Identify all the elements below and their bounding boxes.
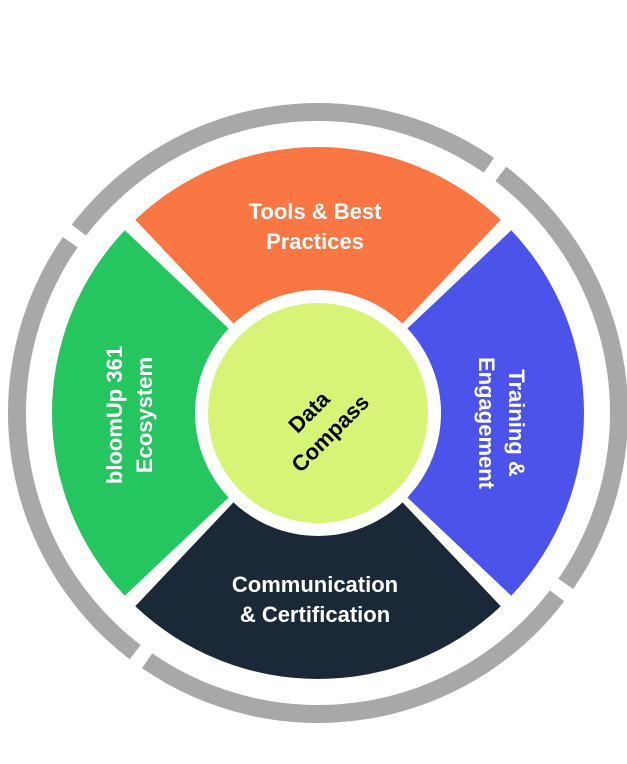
outer-ring-arc	[71, 103, 495, 236]
segment-communication	[135, 502, 501, 679]
label-line: Ecosystem	[132, 356, 157, 474]
outer-ring-arc	[7, 236, 141, 660]
label-line: Training &	[504, 369, 529, 477]
label-line: & Certification	[239, 602, 391, 627]
center-circle	[208, 303, 428, 523]
label-line: Communication	[231, 572, 399, 597]
outer-ring-arc	[495, 166, 627, 590]
segments	[51, 147, 584, 679]
segment-label-communication: Communication & Certification	[205, 570, 425, 630]
segment-training	[407, 230, 584, 596]
label-line: bloomUp 361	[102, 345, 127, 485]
segment-ecosystem	[51, 230, 229, 596]
label-line: Engagement	[474, 356, 499, 490]
segment-tools	[135, 147, 501, 324]
segment-label-ecosystem: bloomUp 361 Ecosystem	[100, 315, 160, 515]
segment-label-tools: Tools & Best Practices	[215, 197, 415, 257]
outer-ring-arc	[141, 590, 565, 723]
label-line: Tools & Best	[248, 199, 382, 224]
label-line: Practices	[266, 229, 364, 254]
outer-gray-ring	[7, 103, 627, 723]
segment-label-training: Training & Engagement	[471, 323, 531, 523]
